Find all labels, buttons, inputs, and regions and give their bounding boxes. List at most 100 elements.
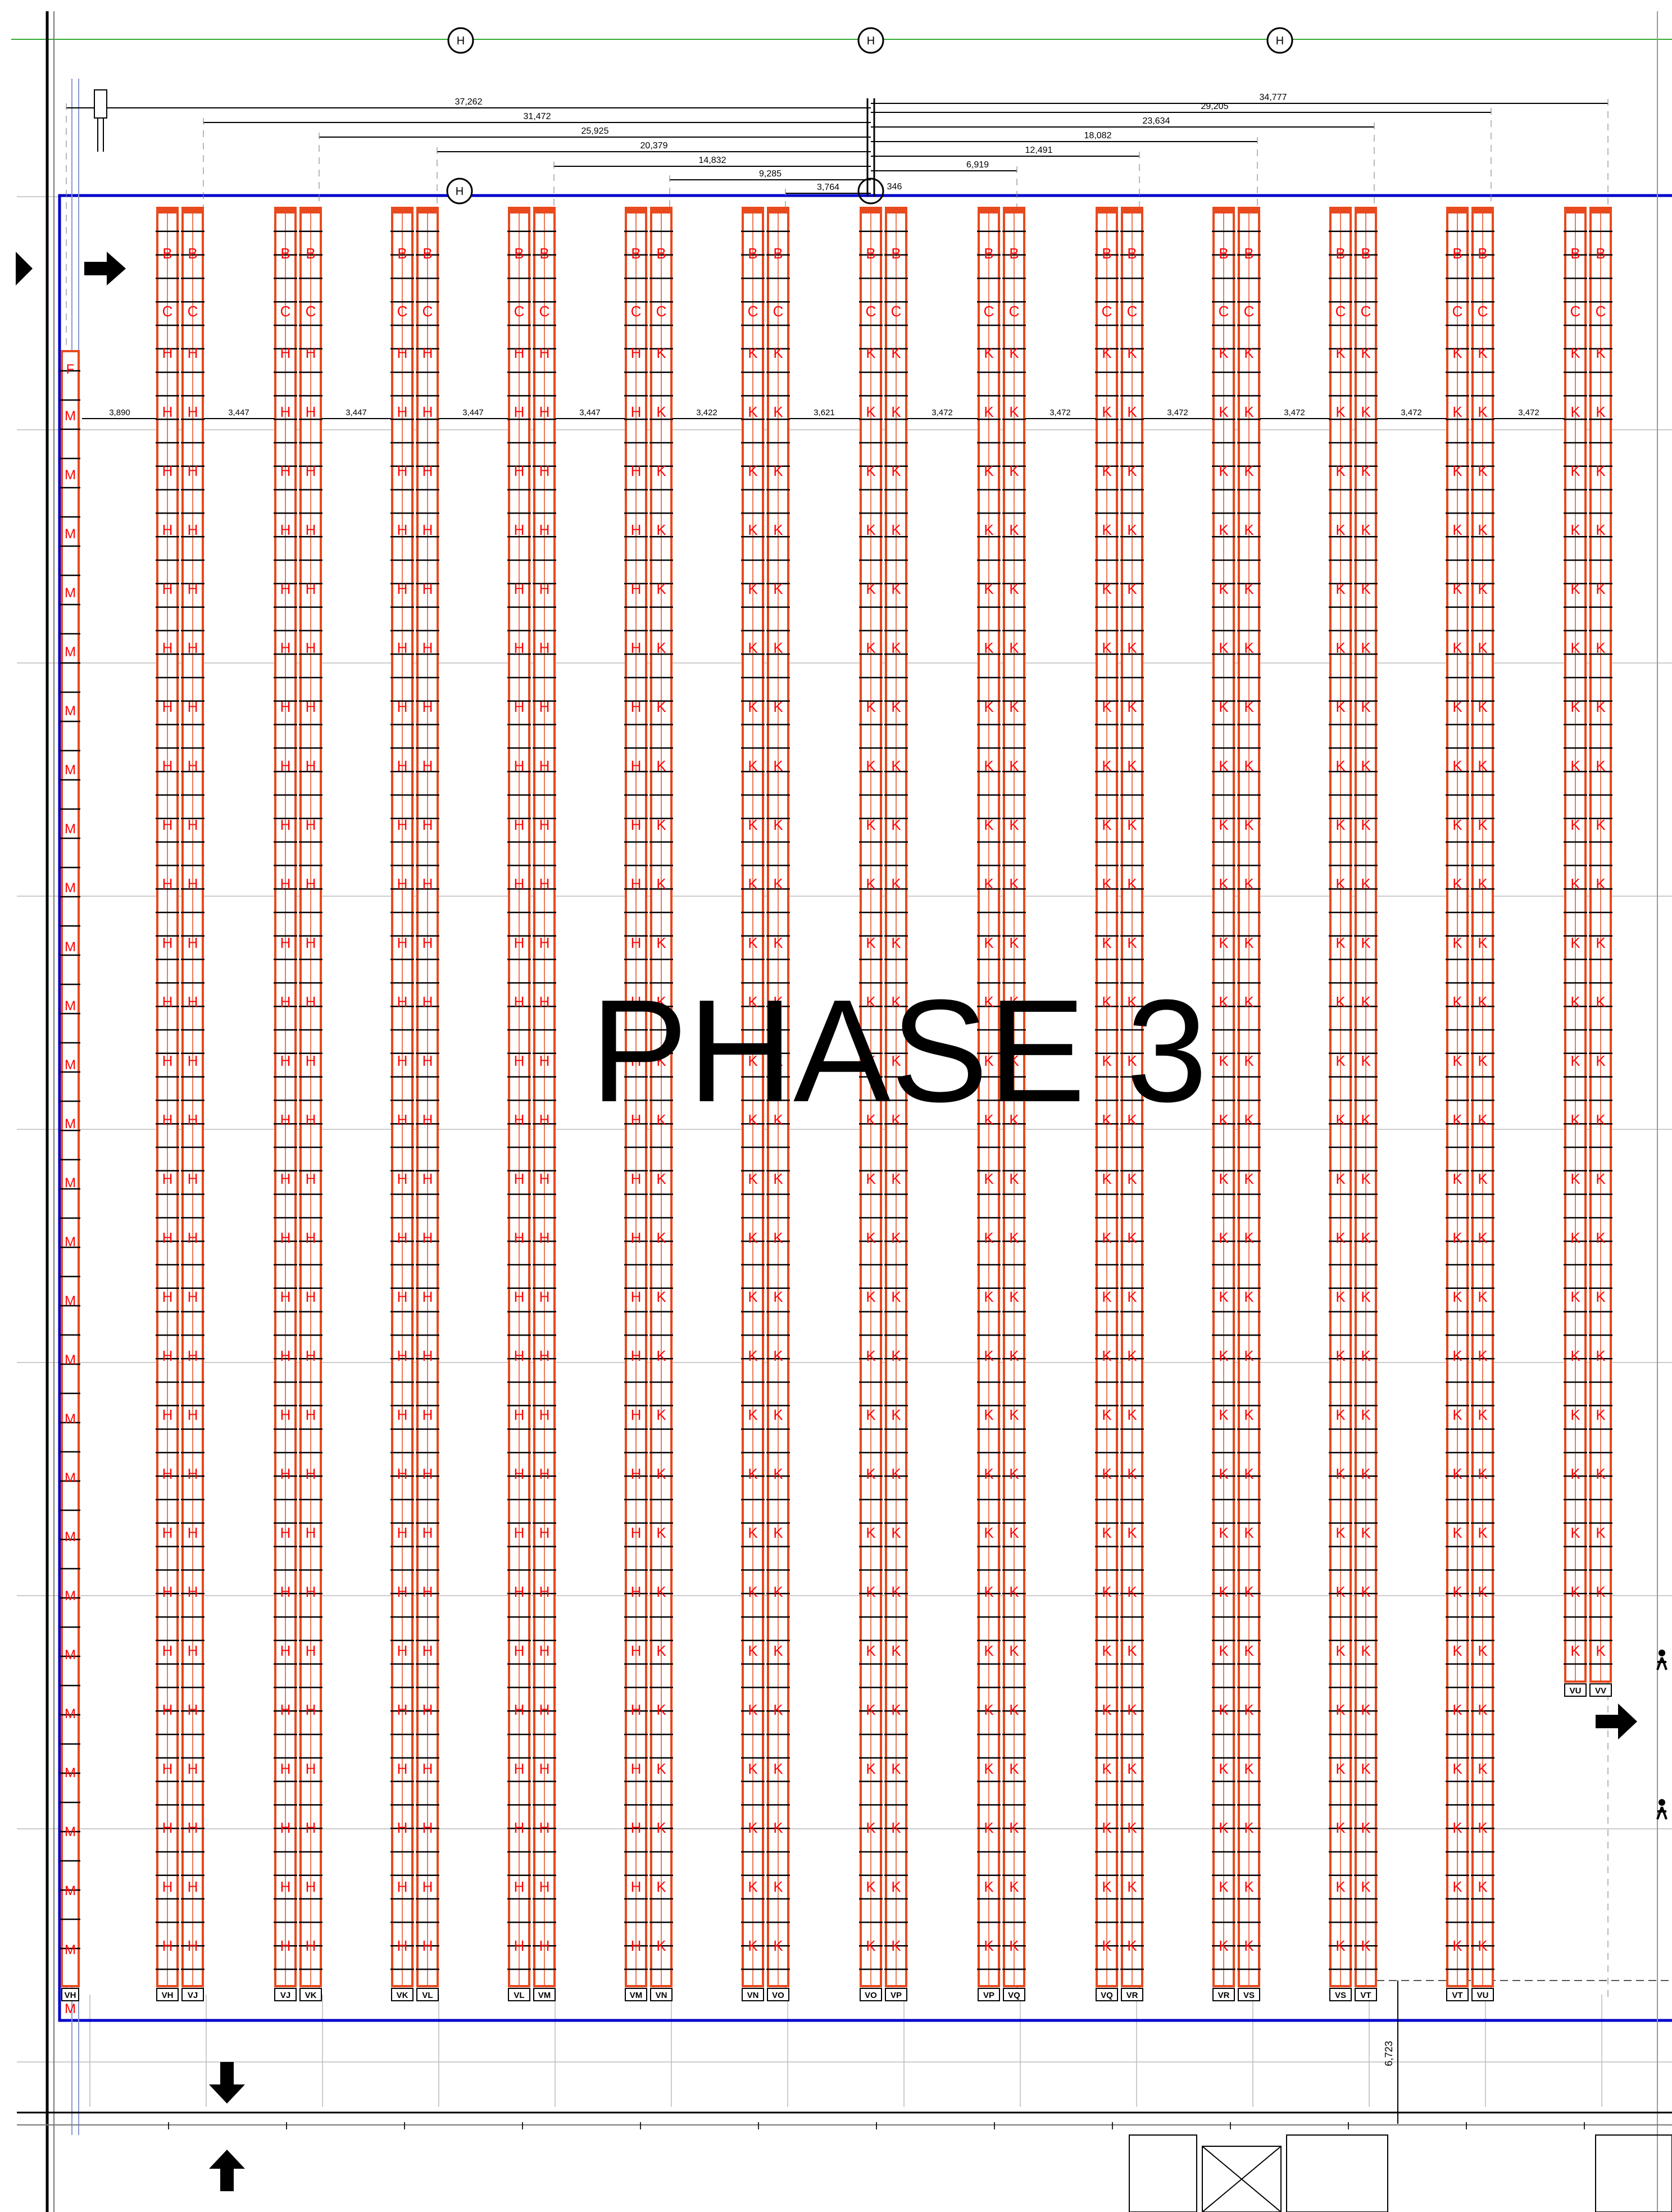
rack-level-label: K [866, 1583, 876, 1600]
rack-level-label: H [306, 1288, 316, 1305]
rack-level-label: H [188, 1052, 198, 1069]
rack-tag-box [1121, 1988, 1143, 2001]
rack-level-label: K [1102, 1819, 1112, 1836]
wall-rack-label: M [65, 1706, 76, 1722]
rack-level-label: K [1009, 1819, 1019, 1836]
rack-level-label: K [773, 934, 783, 951]
column-marker [857, 178, 884, 205]
rack-level-label: K [891, 1760, 901, 1777]
rack-level-label: K [748, 1878, 758, 1895]
aisle-dimension-label: 3,890 [109, 408, 130, 417]
rack-level-label: K [1009, 462, 1019, 479]
rack-level-label: K [1335, 344, 1346, 361]
rack-level-label: K [773, 875, 783, 892]
rack-level-label: H [162, 875, 173, 892]
wall-rack-label: M [65, 408, 76, 424]
rack-level-label: H [306, 462, 316, 479]
rack-level-label: H [514, 757, 525, 774]
rack-level-label: H [280, 698, 291, 715]
rack-tag: VU [1570, 1686, 1582, 1696]
rack-level-label: K [1361, 1288, 1371, 1305]
rack-cap [861, 208, 881, 214]
rack-level-label: K [1009, 1760, 1019, 1777]
grid-marker-label: H [1276, 35, 1284, 47]
rack-level-label: K [1478, 403, 1488, 420]
rack-level-label: B [539, 245, 549, 262]
rack-level-label: K [748, 1406, 758, 1423]
rack-level-label: K [1596, 1465, 1606, 1482]
rack-cap [886, 208, 906, 214]
rack-level-label: H [539, 1288, 550, 1305]
rack-level-label: K [891, 521, 901, 538]
rack-level-label: H [514, 403, 525, 420]
rack-level-label: H [539, 1347, 550, 1364]
rack-level-label: H [306, 344, 316, 361]
rack-level-label: K [1335, 521, 1346, 538]
rack-cap [768, 208, 788, 214]
rack-level-label: H [422, 639, 433, 656]
rack-level-label: K [984, 1111, 994, 1128]
rack-level-label: H [162, 757, 173, 774]
rack-tag-box [650, 1988, 673, 2001]
rack-level-label: B [1596, 245, 1605, 262]
direction-arrow-icon [84, 252, 126, 285]
rack-level-label: H [397, 1288, 408, 1305]
rack-level-label: H [514, 1701, 525, 1718]
rack-level-label: K [1244, 403, 1254, 420]
rack-level-label: K [748, 1524, 758, 1541]
exit-arrow-icon [1596, 1704, 1637, 1739]
rack-level-label: K [748, 934, 758, 951]
rack-level-label: K [748, 875, 758, 892]
rack-level-label: K [866, 1347, 876, 1364]
wall-rack-label: M [65, 1352, 76, 1368]
rack-level-label: H [631, 993, 642, 1010]
rack-level-label: H [631, 1347, 642, 1364]
rack-level-label: K [1102, 816, 1112, 833]
rack-level-label: K [1102, 698, 1112, 715]
rack-level-label: H [188, 816, 198, 833]
rack-level-label: H [422, 1111, 433, 1128]
rack-level-label: K [984, 1819, 994, 1836]
grid-marker [857, 27, 884, 54]
rack-level-label: H [280, 1111, 291, 1128]
rack-level-label: K [1244, 1819, 1254, 1836]
rack-level-label: K [891, 1878, 901, 1895]
rack-level-label: K [1009, 344, 1019, 361]
rack-level-label: C [397, 303, 408, 320]
rack-level-label: H [280, 344, 291, 361]
rack-level-label: H [280, 580, 291, 597]
rack-level-label: H [514, 1819, 525, 1836]
rack-level-label: H [631, 875, 642, 892]
rack-level-label: H [422, 1760, 433, 1777]
rack-level-label: C [984, 303, 994, 320]
rack-level-label: H [162, 993, 173, 1010]
rack-level-label: H [188, 1583, 198, 1600]
rack-level-label: H [514, 1465, 525, 1482]
rack-level-label: K [1219, 1937, 1229, 1954]
rack-level-label: K [1127, 1111, 1137, 1128]
rack-pair: BCHHHHHHHHHHHHHHHHHHHHHHHHHHHHVJBCHHHHHH… [274, 207, 322, 2001]
rack-level-label: K [1219, 1406, 1229, 1423]
rack-pair: BCKKKKKKKKKKKKKKKKKKKKKKKKKKKKVRBCKKKKKK… [1212, 207, 1261, 2001]
rack-level-label: H [514, 1937, 525, 1954]
rack-level-label: H [306, 1937, 316, 1954]
rack-level-label: H [162, 521, 173, 538]
rack-level-label: H [162, 1347, 173, 1364]
rack-level-label: K [984, 993, 994, 1010]
rack-level-label: K [1478, 1583, 1488, 1600]
rack-level-label: H [539, 1642, 550, 1659]
rack-level-label: K [1102, 757, 1112, 774]
rack-level-label: K [773, 1760, 783, 1777]
column-tick: I [1229, 2120, 1232, 2132]
rack-level-label: K [1127, 1170, 1137, 1187]
wall-rack-label: M [65, 526, 76, 542]
rack-level-label: K [1361, 1406, 1371, 1423]
dimension-label: 9,285 [759, 169, 782, 179]
rack-cap [1591, 208, 1611, 214]
rack-level-label: H [397, 1111, 408, 1128]
rack-level-label: K [1244, 1111, 1254, 1128]
rack-cap [651, 208, 671, 214]
rack-tag: VT [1360, 1991, 1371, 2000]
rack-level-label: K [984, 757, 994, 774]
rack-tag-box [416, 1988, 439, 2001]
